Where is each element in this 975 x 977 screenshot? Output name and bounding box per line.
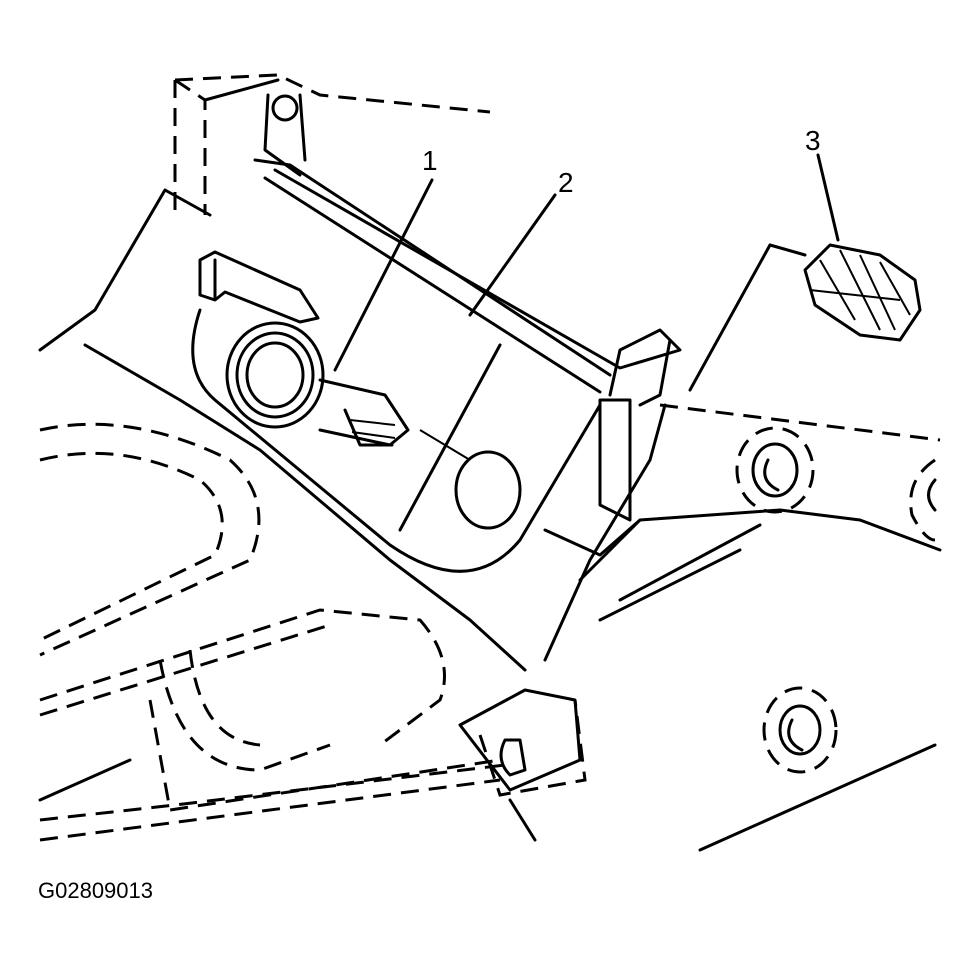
callout-label-3: 3 (805, 125, 821, 156)
lower-frame (38, 422, 506, 842)
panel-body (38, 158, 682, 672)
leader-line-1 (333, 178, 434, 372)
panel-right-surface (543, 403, 942, 852)
callout-label-1: 1 (422, 145, 438, 176)
rubber-cap (688, 243, 922, 392)
callout-label-2: 2 (558, 167, 574, 198)
upper-bracket (173, 73, 491, 215)
leader-lines (333, 153, 840, 372)
lower-bracket (458, 688, 587, 842)
leader-line-3 (816, 153, 840, 242)
leader-line-2 (468, 193, 557, 317)
figure-id-label: G02809013 (38, 878, 153, 903)
grommet-hole (419, 429, 522, 530)
bulb-socket-assembly (198, 250, 410, 447)
